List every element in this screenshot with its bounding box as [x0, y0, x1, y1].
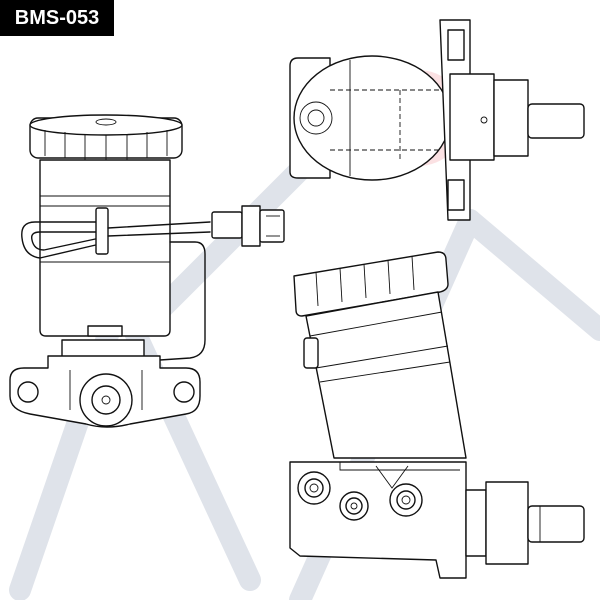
- bottom-right-view: [289, 251, 585, 579]
- left-side-view: [9, 114, 285, 428]
- top-right-view: [289, 19, 585, 221]
- part-number-label: BMS-053: [0, 0, 114, 36]
